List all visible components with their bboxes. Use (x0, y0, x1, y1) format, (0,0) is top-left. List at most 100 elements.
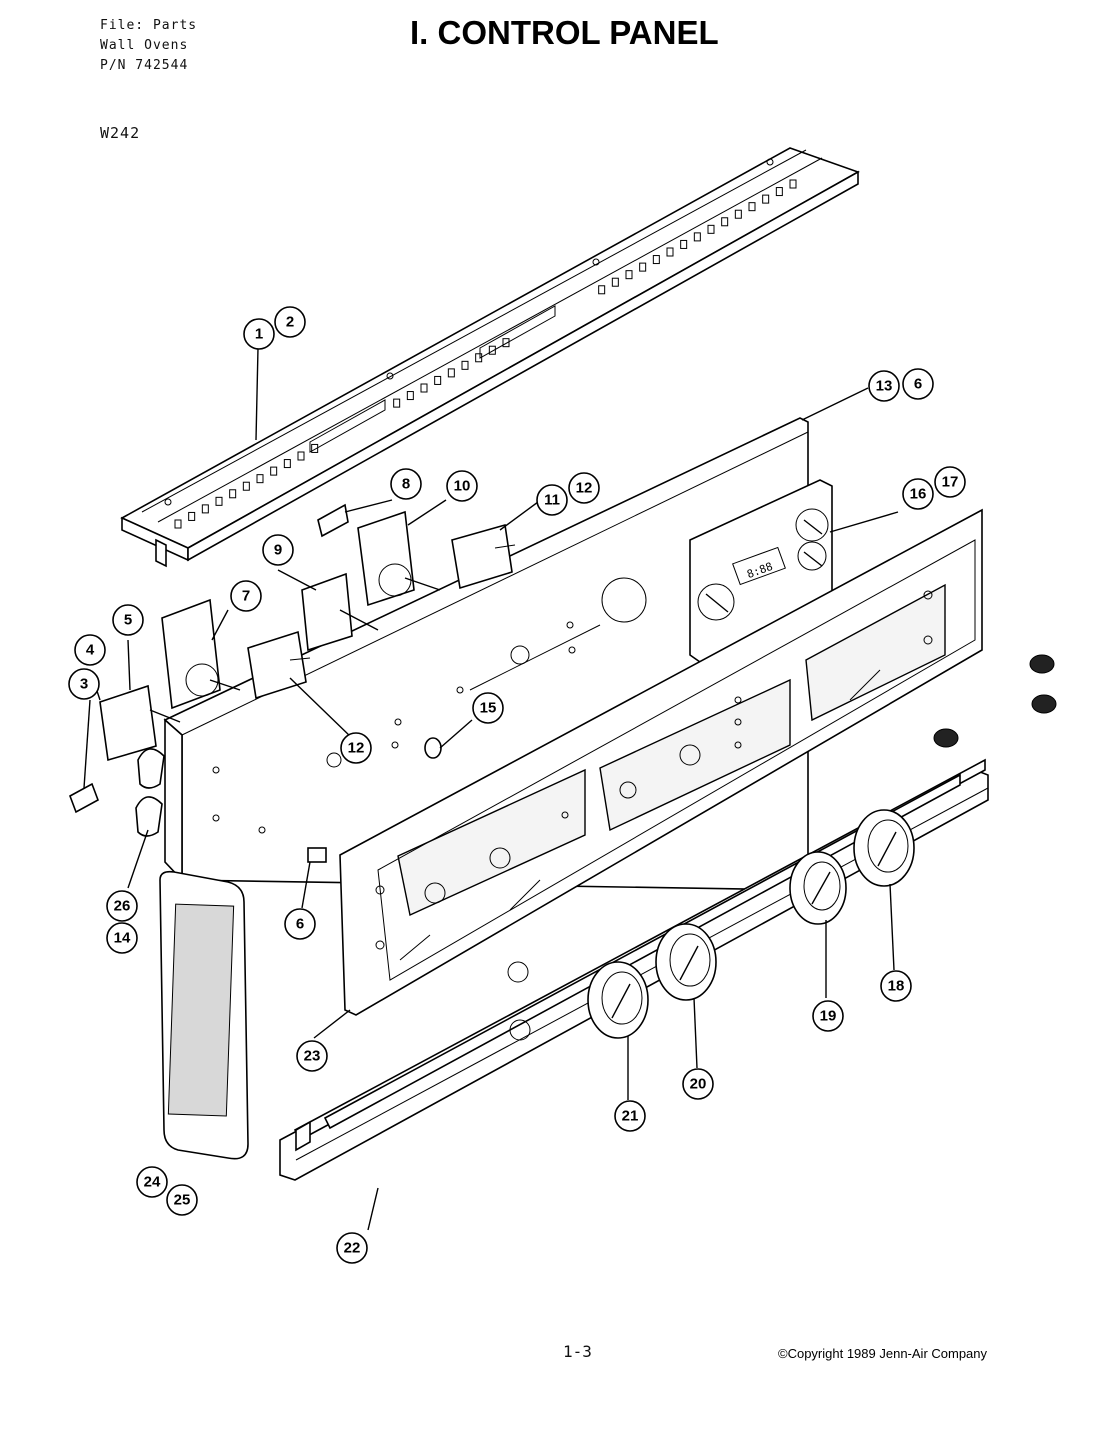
bracket-3 (69, 782, 99, 814)
callout-24[interactable]: 24 (136, 1166, 168, 1198)
callout-26[interactable]: 26 (106, 890, 138, 922)
vent-slot (311, 443, 319, 453)
callout-9[interactable]: 9 (262, 534, 294, 566)
selector-switch-10 (357, 510, 441, 607)
svg-text:12: 12 (348, 740, 365, 757)
callout-1[interactable]: 1 (243, 318, 275, 350)
bracket-8 (317, 503, 349, 538)
vent-slot (502, 338, 510, 348)
vent-slot (639, 262, 647, 272)
callout-5[interactable]: 5 (112, 604, 144, 636)
svg-text:7: 7 (242, 588, 250, 605)
vent-slot (488, 345, 496, 355)
vent-slot (174, 519, 182, 529)
callout-11[interactable]: 11 (536, 484, 568, 516)
vent-slot (734, 209, 742, 219)
top-trim-strip (120, 147, 860, 568)
vent-slot (775, 187, 783, 197)
svg-text:11: 11 (544, 492, 560, 509)
svg-text:4: 4 (86, 642, 95, 659)
svg-text:25: 25 (174, 1192, 191, 1209)
switch-5 (99, 684, 181, 762)
vent-slot (611, 277, 619, 287)
callout-2[interactable]: 2 (274, 306, 306, 338)
callout-6a[interactable]: 6 (902, 368, 934, 400)
vent-slot (762, 194, 770, 204)
svg-text:22: 22 (344, 1240, 361, 1257)
vent-slot (461, 360, 469, 370)
callout-7[interactable]: 7 (230, 580, 262, 612)
callout-23[interactable]: 23 (296, 1040, 328, 1072)
svg-text:19: 19 (820, 1008, 837, 1025)
vent-slot (283, 459, 291, 469)
knob-21[interactable] (587, 961, 649, 1039)
switch-11 (451, 523, 516, 590)
callout-20[interactable]: 20 (682, 1068, 714, 1100)
knob-20[interactable] (655, 923, 717, 1001)
svg-text:3: 3 (80, 676, 88, 693)
callout-16[interactable]: 16 (902, 478, 934, 510)
callout-14[interactable]: 14 (106, 922, 138, 954)
callout-4[interactable]: 4 (74, 634, 106, 666)
page-number: 1-3 (563, 1342, 592, 1361)
thermostat-7 (161, 598, 241, 710)
vent-slot (721, 217, 729, 227)
file-label: File: Parts (100, 18, 198, 33)
switch-9 (301, 572, 379, 652)
vent-slot (393, 398, 401, 408)
svg-text:17: 17 (942, 474, 959, 491)
copyright-notice: ©Copyright 1989 Jenn-Air Company (778, 1346, 988, 1361)
callout-17[interactable]: 17 (934, 466, 966, 498)
callout-12b[interactable]: 12 (340, 732, 372, 764)
svg-text:12: 12 (576, 480, 593, 497)
svg-text:13: 13 (876, 378, 893, 395)
callout-12a[interactable]: 12 (568, 472, 600, 504)
svg-text:10: 10 (454, 478, 471, 495)
vent-slot (598, 285, 606, 295)
callout-3[interactable]: 3 (68, 668, 100, 700)
svg-text:6: 6 (914, 376, 922, 393)
callout-8[interactable]: 8 (390, 468, 422, 500)
vent-slot (406, 391, 414, 401)
model-number: W242 (100, 124, 141, 142)
vent-slot (188, 511, 196, 521)
vent-slot (215, 496, 223, 506)
vent-slot (447, 368, 455, 378)
vent-slot (748, 202, 756, 212)
vent-slot (256, 474, 264, 484)
vent-slot (434, 375, 442, 385)
front-control-panel-glass (339, 508, 983, 1016)
vent-slot (693, 232, 701, 242)
svg-text:2: 2 (286, 314, 294, 331)
lamp-socket-26 (135, 748, 165, 837)
svg-text:8: 8 (402, 476, 410, 493)
category-label: Wall Ovens (100, 38, 189, 53)
vent-slot (666, 247, 674, 257)
svg-text:9: 9 (274, 542, 282, 559)
callout-22[interactable]: 22 (336, 1232, 368, 1264)
svg-text:24: 24 (144, 1174, 161, 1191)
callout-6b[interactable]: 6 (284, 908, 316, 940)
leader-lines (83, 347, 899, 1231)
callout-18[interactable]: 18 (880, 970, 912, 1002)
vent-slot (297, 451, 305, 461)
callout-13[interactable]: 13 (868, 370, 900, 402)
callout-19[interactable]: 19 (812, 1000, 844, 1032)
svg-text:14: 14 (114, 930, 131, 947)
vent-slot (789, 179, 797, 189)
svg-text:18: 18 (888, 978, 905, 995)
knob-19[interactable] (789, 851, 847, 925)
callout-15[interactable]: 15 (472, 692, 504, 724)
trim-vent-slots (174, 179, 797, 529)
vent-slot (625, 270, 633, 280)
vent-slot (420, 383, 428, 393)
switch-12 (247, 630, 311, 700)
svg-text:6: 6 (296, 916, 304, 933)
knob-18[interactable] (853, 809, 915, 887)
svg-text:20: 20 (690, 1076, 707, 1093)
callout-10[interactable]: 10 (446, 470, 478, 502)
callout-21[interactable]: 21 (614, 1100, 646, 1132)
callout-25[interactable]: 25 (166, 1184, 198, 1216)
